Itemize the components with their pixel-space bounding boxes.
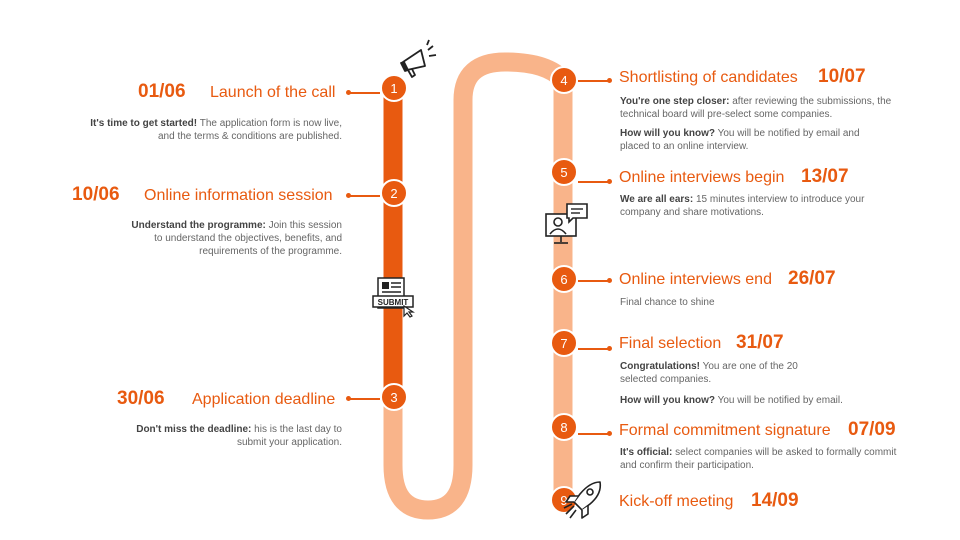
event-4-description: You're one step closer: after reviewing … — [620, 96, 892, 120]
event-8-description: It's official: select companies will be … — [620, 447, 897, 471]
event-2-title: Online information session — [144, 187, 333, 204]
submit-form-icon: SUBMIT — [372, 277, 415, 318]
event-6-title: Online interviews end — [619, 271, 772, 288]
event-7-title: Final selection — [619, 335, 722, 352]
event-5-title: Online interviews begin — [619, 169, 785, 186]
connector-1 — [346, 90, 380, 95]
event-5-description: We are all ears: 15 minutes interview to… — [620, 194, 865, 218]
connector-8 — [578, 431, 612, 436]
video-interview-icon — [545, 203, 588, 244]
event-8-date: 07/09 — [848, 419, 896, 440]
event-3-title: Application deadline — [192, 391, 336, 408]
event-6-description: Final chance to shine — [620, 297, 715, 308]
event-4-date: 10/07 — [818, 66, 866, 87]
connector-5 — [578, 179, 612, 184]
connector-4 — [578, 78, 612, 83]
event-7-description: Congratulations! You are one of the 20 s… — [620, 361, 798, 385]
step-node-8: 8 — [550, 413, 578, 441]
event-2-date: 10/06 — [72, 184, 120, 205]
step-node-3: 3 — [380, 383, 408, 411]
event-4-description-2: How will you know? You will be notified … — [620, 128, 860, 152]
event-4-title: Shortlisting of candidates — [619, 69, 798, 86]
step-node-4: 4 — [550, 66, 578, 94]
megaphone-icon — [400, 39, 437, 78]
event-7-description-2: How will you know? You will be notified … — [620, 395, 843, 406]
submit-label: SUBMIT — [378, 298, 409, 307]
connector-2 — [346, 193, 380, 198]
event-1-description: It's time to get started! The applicatio… — [90, 118, 342, 142]
event-3-date: 30/06 — [117, 388, 165, 409]
step-node-7: 7 — [550, 329, 578, 357]
step-node-2: 2 — [380, 179, 408, 207]
connector-3 — [346, 396, 380, 401]
connector-6 — [578, 278, 612, 283]
event-7-date: 31/07 — [736, 332, 784, 353]
event-2-description: Understand the programme: Join this sess… — [131, 220, 342, 257]
step-node-5: 5 — [550, 158, 578, 186]
rocket-icon — [563, 481, 602, 519]
event-9-title: Kick-off meeting — [619, 493, 734, 510]
event-6-date: 26/07 — [788, 268, 836, 289]
event-5-date: 13/07 — [801, 166, 849, 187]
connector-7 — [578, 346, 612, 351]
event-1-date: 01/06 — [138, 81, 186, 102]
step-node-1: 1 — [380, 74, 408, 102]
event-3-description: Don't miss the deadline: his is the last… — [136, 424, 342, 448]
event-9-date: 14/09 — [751, 490, 799, 511]
event-1-title: Launch of the call — [210, 84, 336, 101]
event-8-title: Formal commitment signature — [619, 422, 831, 439]
step-node-6: 6 — [550, 265, 578, 293]
